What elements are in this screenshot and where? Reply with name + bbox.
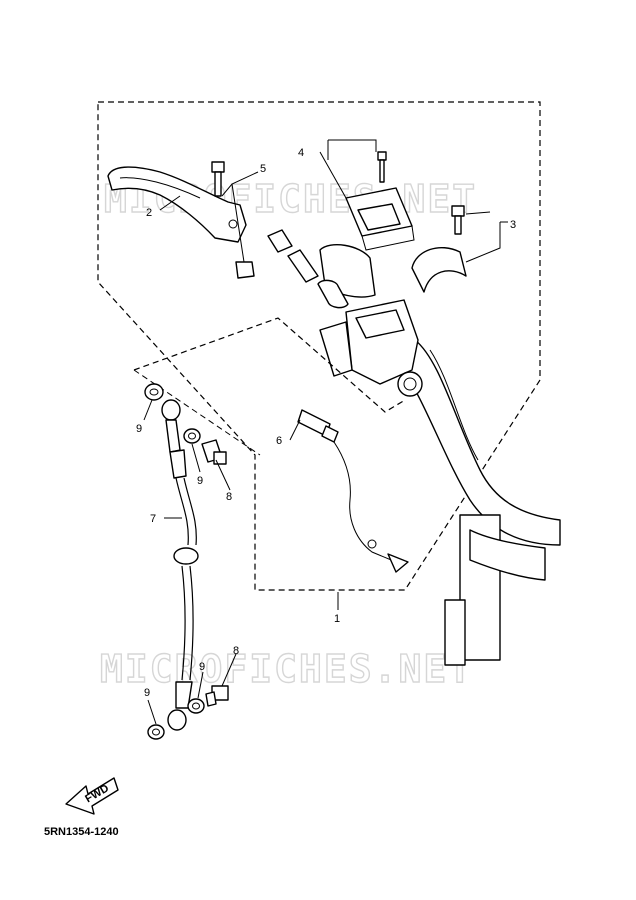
sub-assembly-region <box>133 317 406 413</box>
brake-hose <box>161 399 199 731</box>
callout-5: 5 <box>260 163 266 175</box>
handlebar-clamp <box>411 205 467 293</box>
forward-arrow: FWD <box>65 777 119 815</box>
reservoir-cap <box>345 151 415 251</box>
diagram-code: 5RN1354-1240 <box>44 826 119 838</box>
callout-4: 4 <box>298 147 304 159</box>
master-cylinder <box>319 299 423 397</box>
callout-3: 3 <box>510 219 516 231</box>
callout-8-bottom: 8 <box>233 645 239 657</box>
lever-bolt <box>211 161 255 279</box>
piston-assembly <box>267 229 349 309</box>
brake-switch <box>297 409 409 573</box>
callout-7: 7 <box>150 513 156 525</box>
callout-9-bottom: 9 <box>144 687 150 699</box>
assembly-boundary <box>97 101 541 591</box>
callout-6: 6 <box>276 435 282 447</box>
callout-9-top: 9 <box>136 423 142 435</box>
callout-2: 2 <box>146 207 152 219</box>
brake-lever <box>107 166 247 243</box>
handlebar <box>319 244 561 666</box>
callout-9-lower: 9 <box>199 661 205 673</box>
washers-and-bolts <box>144 383 229 740</box>
callout-9-mid: 9 <box>197 475 203 487</box>
callout-8-top: 8 <box>226 491 232 503</box>
callout-1: 1 <box>334 613 340 625</box>
watermark-bottom: MICROFICHES.NET <box>100 647 473 691</box>
